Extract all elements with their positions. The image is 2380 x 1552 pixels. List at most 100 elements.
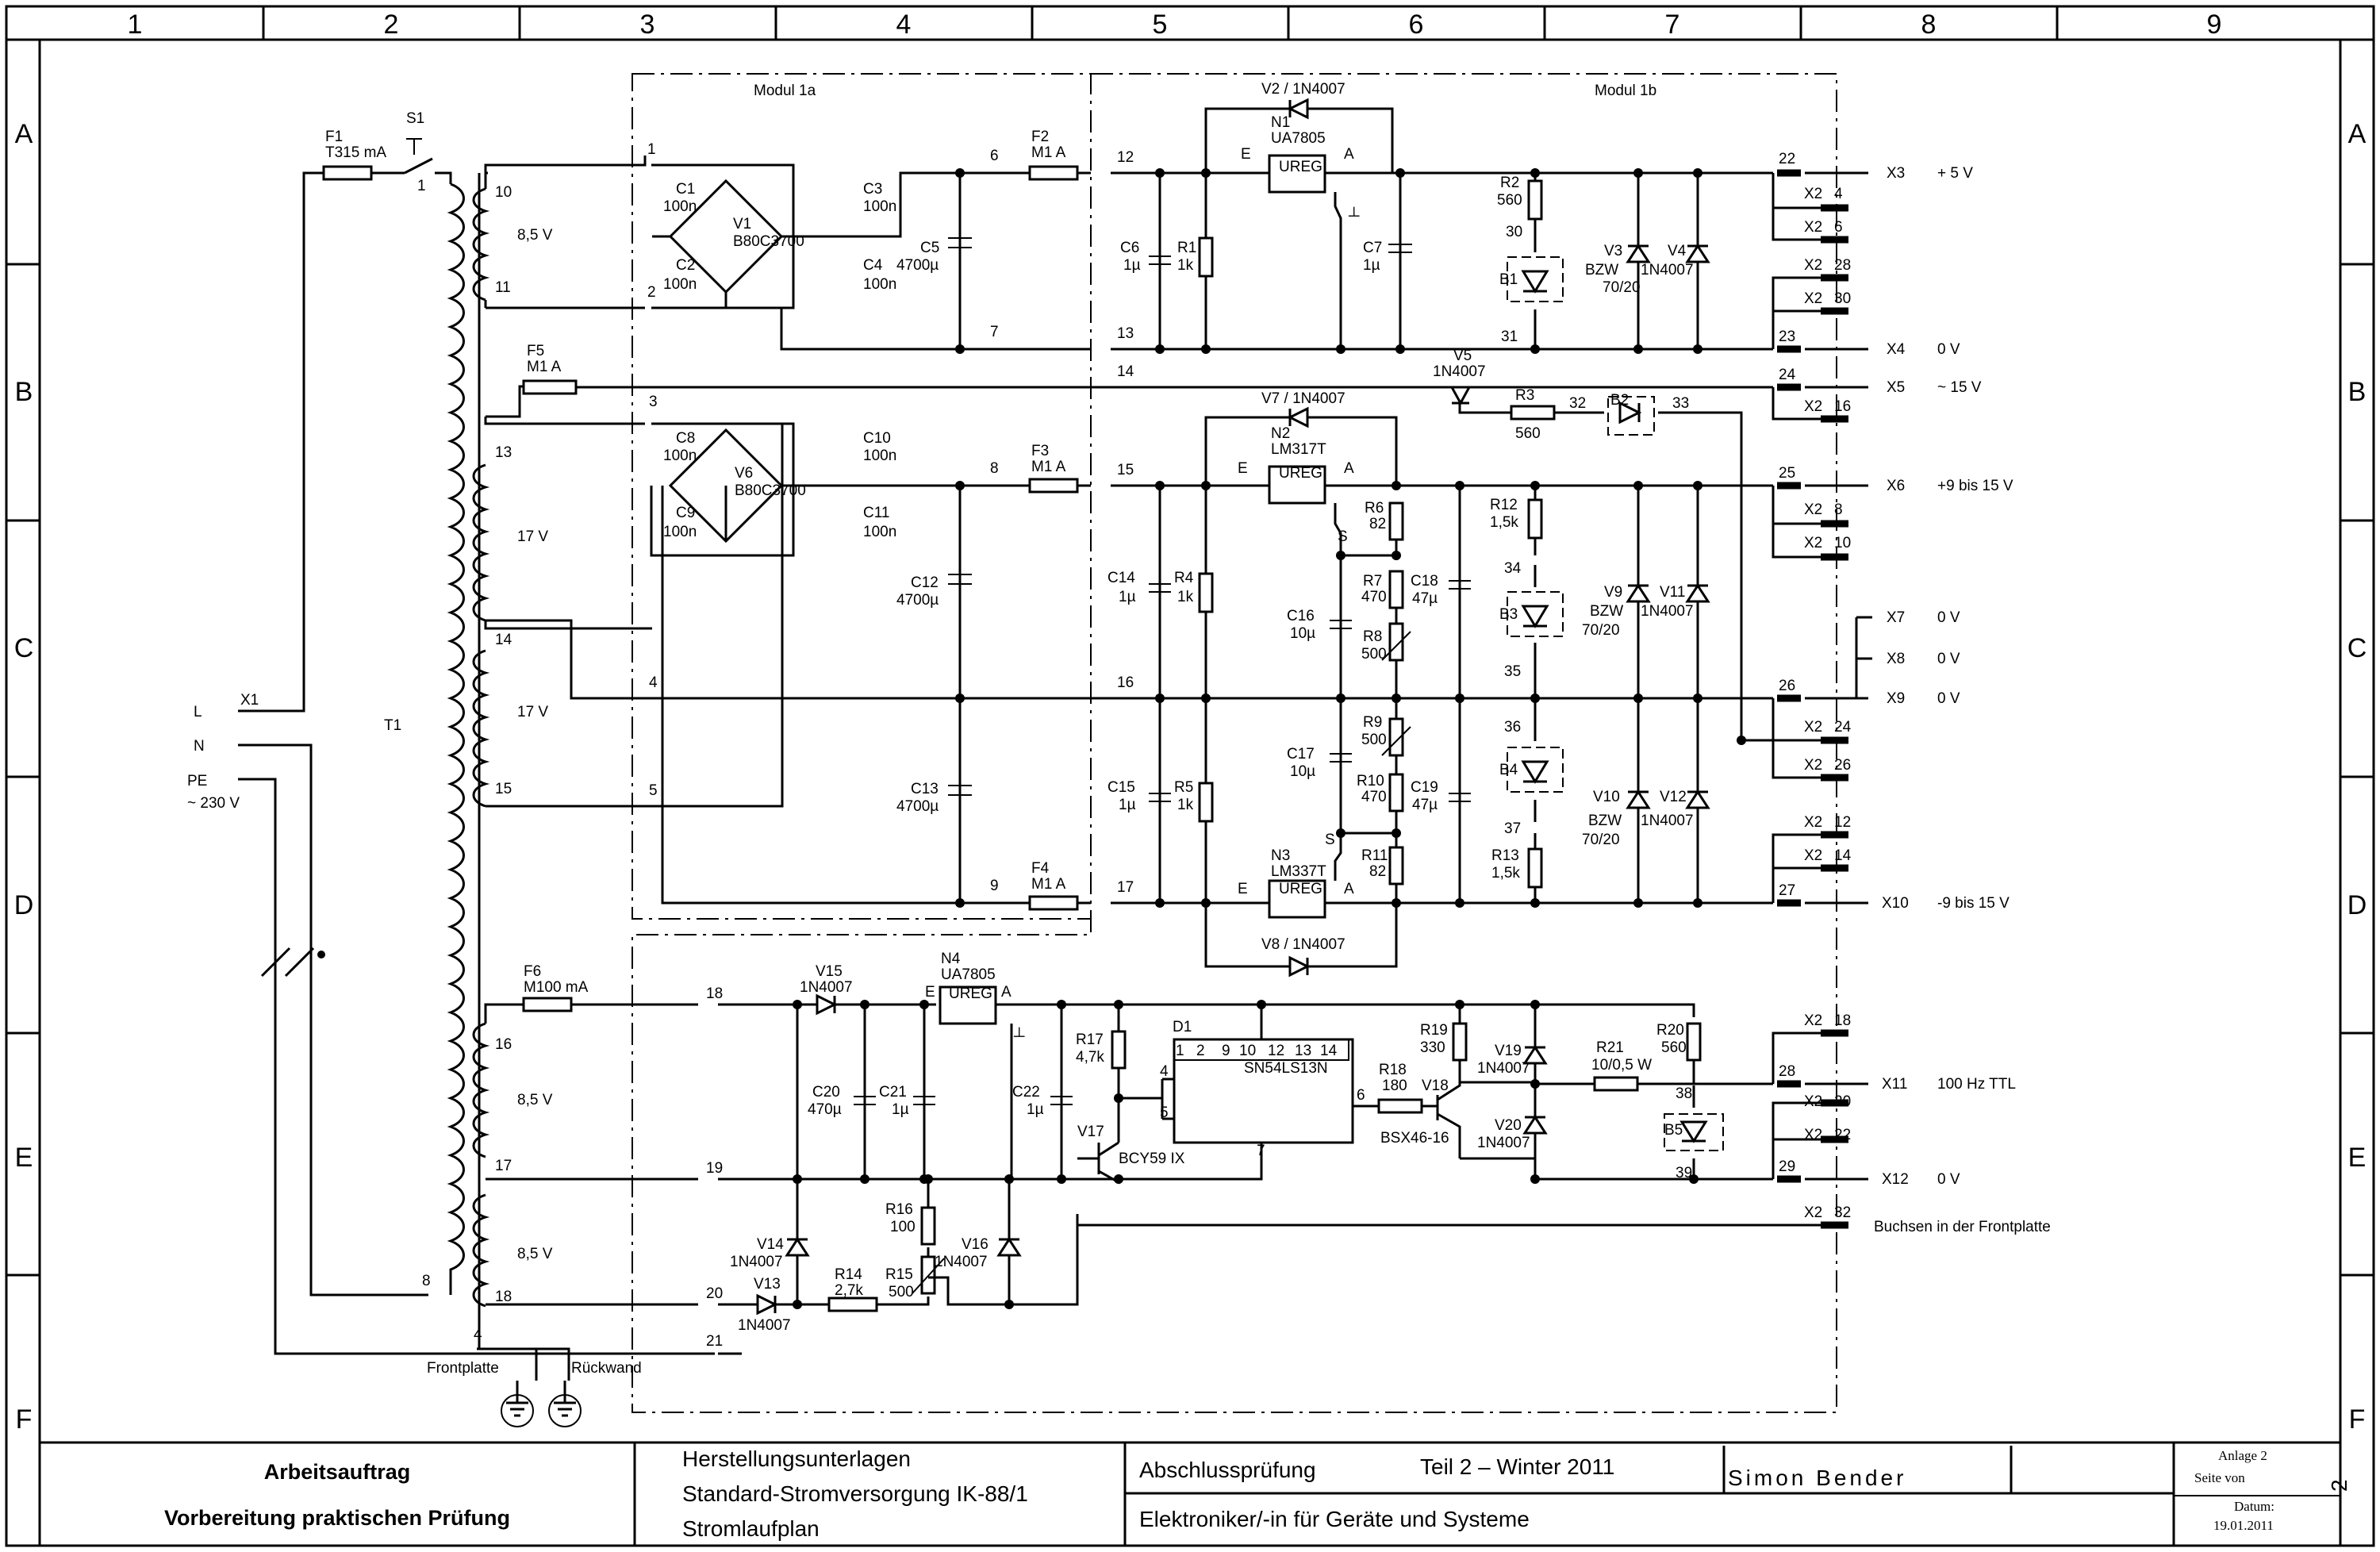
svg-text:M100 mA: M100 mA	[524, 979, 589, 996]
ac-15v-row: 14 V5 1N4007 R3 560 32 B2 33	[1111, 348, 1773, 745]
svg-text:X2: X2	[1804, 814, 1822, 831]
svg-text:38: 38	[1676, 1085, 1692, 1102]
svg-text:27: 27	[1779, 882, 1795, 899]
svg-text:X2: X2	[1804, 847, 1822, 864]
svg-text:11: 11	[495, 279, 511, 296]
svg-text:33: 33	[1672, 395, 1689, 412]
svg-text:12: 12	[1117, 149, 1134, 166]
svg-text:V14: V14	[757, 1236, 784, 1253]
svg-text:560: 560	[1661, 1039, 1687, 1056]
svg-text:12: 12	[1268, 1043, 1284, 1059]
svg-text:X11: X11	[1882, 1076, 1907, 1093]
svg-text:8: 8	[990, 460, 999, 477]
svg-text:C5: C5	[920, 240, 939, 256]
svg-text:C15: C15	[1107, 779, 1135, 796]
svg-text:5: 5	[1160, 1104, 1169, 1121]
svg-text:X2: X2	[1804, 219, 1822, 236]
svg-text:29: 29	[1779, 1158, 1795, 1175]
svg-text:C4: C4	[863, 257, 883, 274]
regulator-N1	[1268, 154, 1326, 194]
svg-text:SN54LS13N: SN54LS13N	[1244, 1060, 1328, 1077]
svg-text:X2: X2	[1804, 186, 1822, 202]
svg-text:100n: 100n	[663, 448, 697, 464]
svg-text:R16: R16	[885, 1201, 913, 1218]
secondary-coil-1	[472, 187, 490, 302]
svg-text:4700µ: 4700µ	[896, 798, 939, 815]
svg-text:X6: X6	[1887, 478, 1905, 494]
svg-text:V1: V1	[733, 216, 751, 232]
svg-text:T315 mA: T315 mA	[325, 144, 386, 161]
svg-text:X8: X8	[1887, 651, 1905, 667]
grid-row-label: D	[2347, 890, 2367, 920]
fuse-F6	[522, 997, 573, 1012]
svg-text:22: 22	[1779, 151, 1795, 167]
svg-text:1N4007: 1N4007	[1641, 812, 1694, 829]
svg-text:Seite von: Seite von	[2194, 1470, 2245, 1485]
svg-text:18: 18	[495, 1289, 512, 1305]
svg-text:13: 13	[1117, 325, 1134, 342]
svg-text:UA7805: UA7805	[1271, 130, 1326, 147]
svg-text:31: 31	[1501, 328, 1518, 345]
svg-text:V8 / 1N4007: V8 / 1N4007	[1261, 936, 1345, 953]
svg-text:1,5k: 1,5k	[1490, 514, 1518, 531]
svg-text:8,5 V: 8,5 V	[517, 1092, 553, 1108]
svg-text:1N4007: 1N4007	[1477, 1135, 1530, 1151]
svg-text:F6: F6	[524, 963, 541, 980]
svg-text:17: 17	[495, 1158, 512, 1174]
svg-text:1: 1	[417, 178, 426, 194]
svg-text:C18: C18	[1411, 573, 1438, 590]
svg-text:100 Hz TTL: 100 Hz TTL	[1937, 1076, 2016, 1093]
svg-text:560: 560	[1515, 425, 1541, 442]
svg-text:C7: C7	[1363, 240, 1382, 256]
svg-text:M1 A: M1 A	[527, 359, 562, 375]
svg-text:14: 14	[495, 632, 512, 648]
svg-text:2: 2	[1196, 1043, 1205, 1059]
svg-text:47µ: 47µ	[1412, 797, 1438, 813]
grid-col-label: 9	[2207, 10, 2222, 40]
svg-text:UREG: UREG	[1279, 881, 1322, 897]
svg-text:V19: V19	[1495, 1043, 1522, 1059]
svg-text:R3: R3	[1515, 387, 1534, 404]
svg-text:20: 20	[1834, 1093, 1851, 1110]
svg-text:17 V: 17 V	[517, 704, 548, 720]
svg-text:1: 1	[1176, 1043, 1184, 1059]
svg-text:Arbeitsauftrag: Arbeitsauftrag	[264, 1460, 411, 1484]
svg-text:C2: C2	[676, 257, 695, 274]
svg-text:R18: R18	[1379, 1062, 1407, 1078]
svg-text:1N4007: 1N4007	[1641, 603, 1694, 620]
svg-text:470µ: 470µ	[808, 1101, 842, 1118]
svg-text:19.01.2011: 19.01.2011	[2213, 1518, 2274, 1533]
svg-text:UA7805: UA7805	[941, 966, 996, 983]
svg-text:T1: T1	[384, 717, 401, 734]
svg-text:R14: R14	[835, 1266, 862, 1283]
svg-text:500: 500	[1361, 732, 1387, 748]
svg-text:X2: X2	[1804, 290, 1822, 307]
svg-text:F2: F2	[1031, 129, 1049, 145]
svg-text:6: 6	[990, 148, 999, 164]
svg-text:C11: C11	[863, 505, 889, 521]
grid-row-label: B	[2348, 377, 2367, 407]
svg-text:100n: 100n	[863, 198, 896, 215]
svg-text:LM337T: LM337T	[1271, 863, 1326, 880]
svg-text:Vorbereitung praktischen Prüf: Vorbereitung praktischen Prüfung	[164, 1506, 510, 1530]
regulator-N3	[1268, 879, 1326, 919]
svg-text:C16: C16	[1287, 608, 1315, 624]
svg-text:V3: V3	[1604, 243, 1622, 259]
svg-text:V5: V5	[1453, 348, 1472, 364]
svg-text:Stromlaufplan: Stromlaufplan	[682, 1516, 820, 1541]
svg-text:R5: R5	[1174, 779, 1193, 796]
svg-text:C20: C20	[812, 1084, 840, 1101]
grid-col-label: 2	[384, 10, 399, 40]
svg-text:470: 470	[1361, 789, 1387, 805]
svg-text:M1 A: M1 A	[1031, 144, 1066, 161]
svg-text:18: 18	[706, 985, 723, 1002]
svg-text:X2: X2	[1804, 1093, 1822, 1110]
svg-text:R4: R4	[1174, 570, 1194, 586]
regulator-5v: 12 13 C6 1µ R1 1k UREG N1 UA7805 E A V2 …	[1111, 81, 1773, 354]
svg-text:470: 470	[1361, 589, 1387, 605]
svg-text:19: 19	[706, 1160, 723, 1177]
grid-row-label: E	[2348, 1143, 2367, 1173]
svg-text:X5: X5	[1887, 379, 1905, 396]
svg-text:X2: X2	[1804, 398, 1822, 415]
